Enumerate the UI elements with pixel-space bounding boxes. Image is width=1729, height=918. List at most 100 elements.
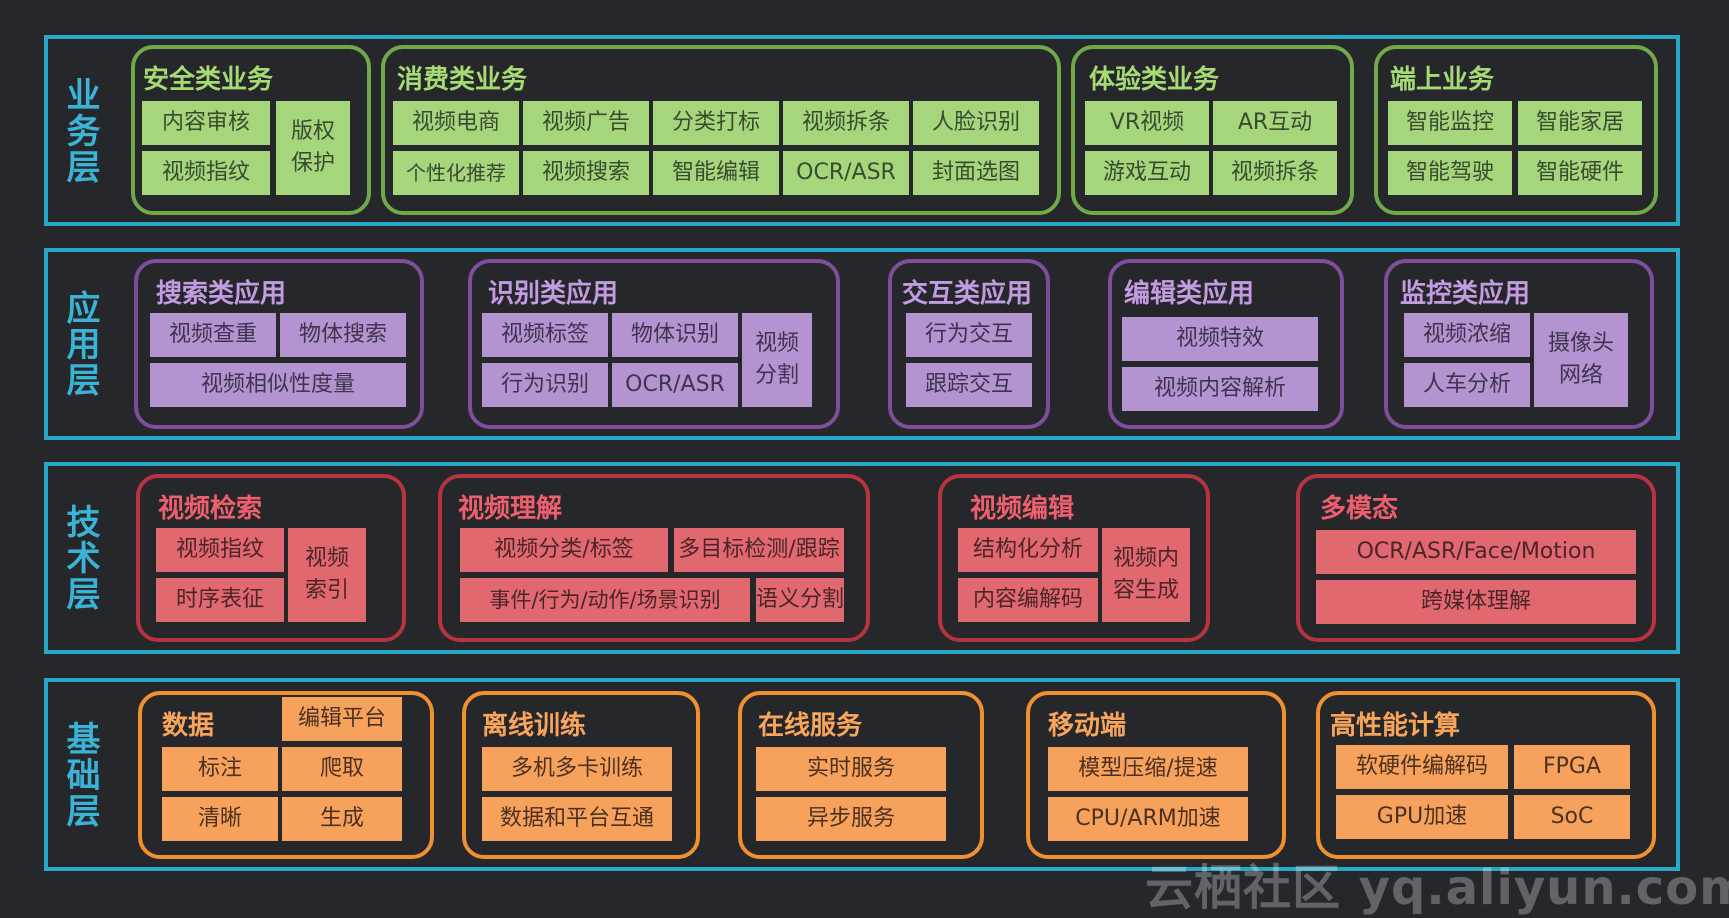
cell: 视频索引 — [288, 528, 366, 622]
group-title: 搜索类应用 — [156, 279, 287, 309]
layer-label: 业务层 — [60, 76, 100, 185]
group-title: 消费类业务 — [397, 65, 528, 95]
layer-label: 技术层 — [60, 504, 100, 612]
cell: 视频搜索 — [523, 151, 649, 195]
cell: 视频内容生成 — [1102, 528, 1190, 622]
group-title: 交互类应用 — [902, 279, 1033, 309]
cell: 内容审核 — [142, 101, 270, 145]
layer-label: 基础层 — [60, 720, 100, 829]
group-video-retrieval: 视频检索 视频指纹 时序表征 视频索引 — [136, 474, 406, 642]
cell: 视频标签 — [482, 313, 608, 357]
cell: 视频相似性度量 — [150, 363, 406, 407]
group-title: 高性能计算 — [1330, 711, 1461, 741]
cell: 结构化分析 — [958, 528, 1098, 572]
cell: 清晰 — [162, 797, 278, 841]
cell: 智能驾驶 — [1388, 151, 1512, 195]
cell: 多机多卡训练 — [482, 747, 672, 791]
cell: AR互动 — [1213, 101, 1337, 145]
cell: 模型压缩/提速 — [1048, 747, 1248, 791]
cell: OCR/ASR — [783, 151, 909, 195]
cell: 视频拆条 — [783, 101, 909, 145]
cell: 封面选图 — [913, 151, 1039, 195]
cell: 时序表征 — [156, 578, 284, 622]
group-title: 安全类业务 — [143, 65, 274, 95]
cell: SoC — [1514, 795, 1630, 839]
group-title: 体验类业务 — [1089, 65, 1220, 95]
cell: 智能编辑 — [653, 151, 779, 195]
group-title: 在线服务 — [758, 711, 863, 741]
cell: 视频电商 — [393, 101, 519, 145]
group-title: 监控类应用 — [1400, 279, 1531, 309]
cell: 视频分割 — [742, 313, 812, 407]
group-title: 数据 — [162, 711, 215, 741]
cell: GPU加速 — [1336, 795, 1508, 839]
cell: 物体识别 — [612, 313, 738, 357]
cell: 个性化推荐 — [393, 151, 519, 195]
cell: 视频拆条 — [1213, 151, 1337, 195]
cell: 视频指纹 — [156, 528, 284, 572]
group-experience-business: 体验类业务 VR视频 AR互动 游戏互动 视频拆条 — [1071, 45, 1354, 215]
group-device-business: 端上业务 智能监控 智能家居 智能驾驶 智能硬件 — [1374, 45, 1658, 215]
group-title: 视频检索 — [158, 494, 263, 524]
group-title: 端上业务 — [1390, 65, 1495, 95]
cell: 行为交互 — [906, 313, 1032, 357]
cell: 视频浓缩 — [1404, 313, 1530, 357]
group-video-understanding: 视频理解 视频分类/标签 多目标检测/跟踪 事件/行为/动作/场景识别 语义分割 — [438, 474, 870, 642]
group-title: 识别类应用 — [488, 279, 619, 309]
group-online-service: 在线服务 实时服务 异步服务 — [738, 691, 984, 859]
group-mobile: 移动端 模型压缩/提速 CPU/ARM加速 — [1026, 691, 1286, 859]
cell: 事件/行为/动作/场景识别 — [460, 578, 750, 622]
group-title: 视频理解 — [458, 494, 563, 524]
layer-foundation: 基础层 数据 编辑平台 标注 爬取 清晰 生成 离线训练 多机多卡训练 数据和平… — [44, 678, 1680, 871]
cell: 异步服务 — [756, 797, 946, 841]
cell: 智能家居 — [1518, 101, 1642, 145]
cell: 软硬件编解码 — [1336, 745, 1508, 789]
group-security-business: 安全类业务 内容审核 视频指纹 版权保护 — [131, 45, 371, 215]
group-video-editing: 视频编辑 结构化分析 内容编解码 视频内容生成 — [938, 474, 1210, 642]
cell: 爬取 — [282, 747, 402, 791]
cell: 视频分类/标签 — [460, 528, 668, 572]
group-title: 视频编辑 — [970, 494, 1075, 524]
cell: 视频广告 — [523, 101, 649, 145]
layer-label: 应用层 — [60, 290, 100, 398]
watermark: 云栖社区 yq.aliyun.com — [1145, 860, 1729, 916]
cell: 摄像头网络 — [1534, 313, 1628, 407]
cell: 视频查重 — [150, 313, 276, 357]
cell: 生成 — [282, 797, 402, 841]
cell: 多目标检测/跟踪 — [674, 528, 844, 572]
cell: 人脸识别 — [913, 101, 1039, 145]
cell: 内容编解码 — [958, 578, 1098, 622]
group-title: 编辑类应用 — [1124, 279, 1255, 309]
cell: OCR/ASR/Face/Motion — [1316, 530, 1636, 574]
layer-application: 应用层 搜索类应用 视频查重 物体搜索 视频相似性度量 识别类应用 视频标签 物… — [44, 248, 1680, 440]
group-search-apps: 搜索类应用 视频查重 物体搜索 视频相似性度量 — [134, 259, 424, 429]
cell: 物体搜索 — [280, 313, 406, 357]
cell: 数据和平台互通 — [482, 797, 672, 841]
group-monitoring-apps: 监控类应用 视频浓缩 人车分析 摄像头网络 — [1384, 259, 1654, 429]
cell: 游戏互动 — [1085, 151, 1209, 195]
group-title: 多模态 — [1320, 494, 1399, 524]
group-editing-apps: 编辑类应用 视频特效 视频内容解析 — [1108, 259, 1344, 429]
layer-business: 业务层 安全类业务 内容审核 视频指纹 版权保护 消费类业务 视频电商 视频广告… — [44, 35, 1680, 226]
cell: 视频内容解析 — [1122, 367, 1318, 411]
group-data: 数据 编辑平台 标注 爬取 清晰 生成 — [138, 691, 434, 859]
group-high-performance-computing: 高性能计算 软硬件编解码 FPGA GPU加速 SoC — [1316, 691, 1656, 859]
cell: 标注 — [162, 747, 278, 791]
cell: 跟踪交互 — [906, 363, 1032, 407]
group-interaction-apps: 交互类应用 行为交互 跟踪交互 — [888, 259, 1050, 429]
group-offline-training: 离线训练 多机多卡训练 数据和平台互通 — [462, 691, 700, 859]
cell: 人车分析 — [1404, 363, 1530, 407]
cell: 智能硬件 — [1518, 151, 1642, 195]
cell: 语义分割 — [756, 578, 844, 622]
cell: CPU/ARM加速 — [1048, 797, 1248, 841]
cell: OCR/ASR — [612, 363, 738, 407]
cell: 实时服务 — [756, 747, 946, 791]
cell: VR视频 — [1085, 101, 1209, 145]
cell: 跨媒体理解 — [1316, 580, 1636, 624]
cell: 编辑平台 — [282, 697, 402, 741]
cell: 分类打标 — [653, 101, 779, 145]
group-recognition-apps: 识别类应用 视频标签 物体识别 行为识别 OCR/ASR 视频分割 — [468, 259, 840, 429]
cell: 视频特效 — [1122, 317, 1318, 361]
cell: 版权保护 — [276, 101, 350, 195]
cell: 智能监控 — [1388, 101, 1512, 145]
